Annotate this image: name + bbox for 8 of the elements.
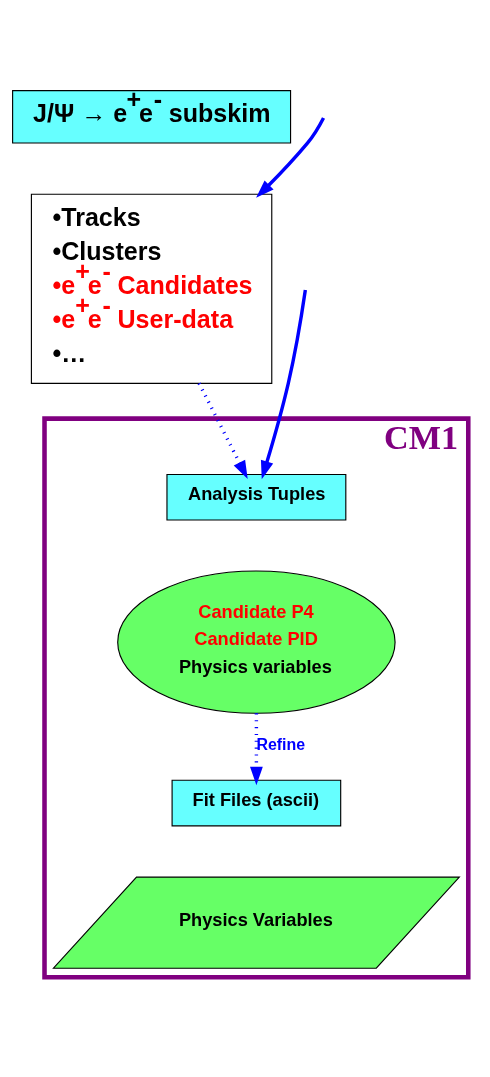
arrow: [197, 382, 248, 479]
arrow: [260, 289, 308, 480]
edge-label: Refine: [256, 735, 306, 753]
arrow: [250, 713, 263, 786]
node-ellipse: Candidate P4 Candidate PID Physics variables: [117, 570, 396, 714]
arrow: [256, 117, 326, 198]
node-box: Analysis Tuples: [166, 473, 347, 521]
node-box: Fit Files (ascii): [171, 779, 342, 827]
